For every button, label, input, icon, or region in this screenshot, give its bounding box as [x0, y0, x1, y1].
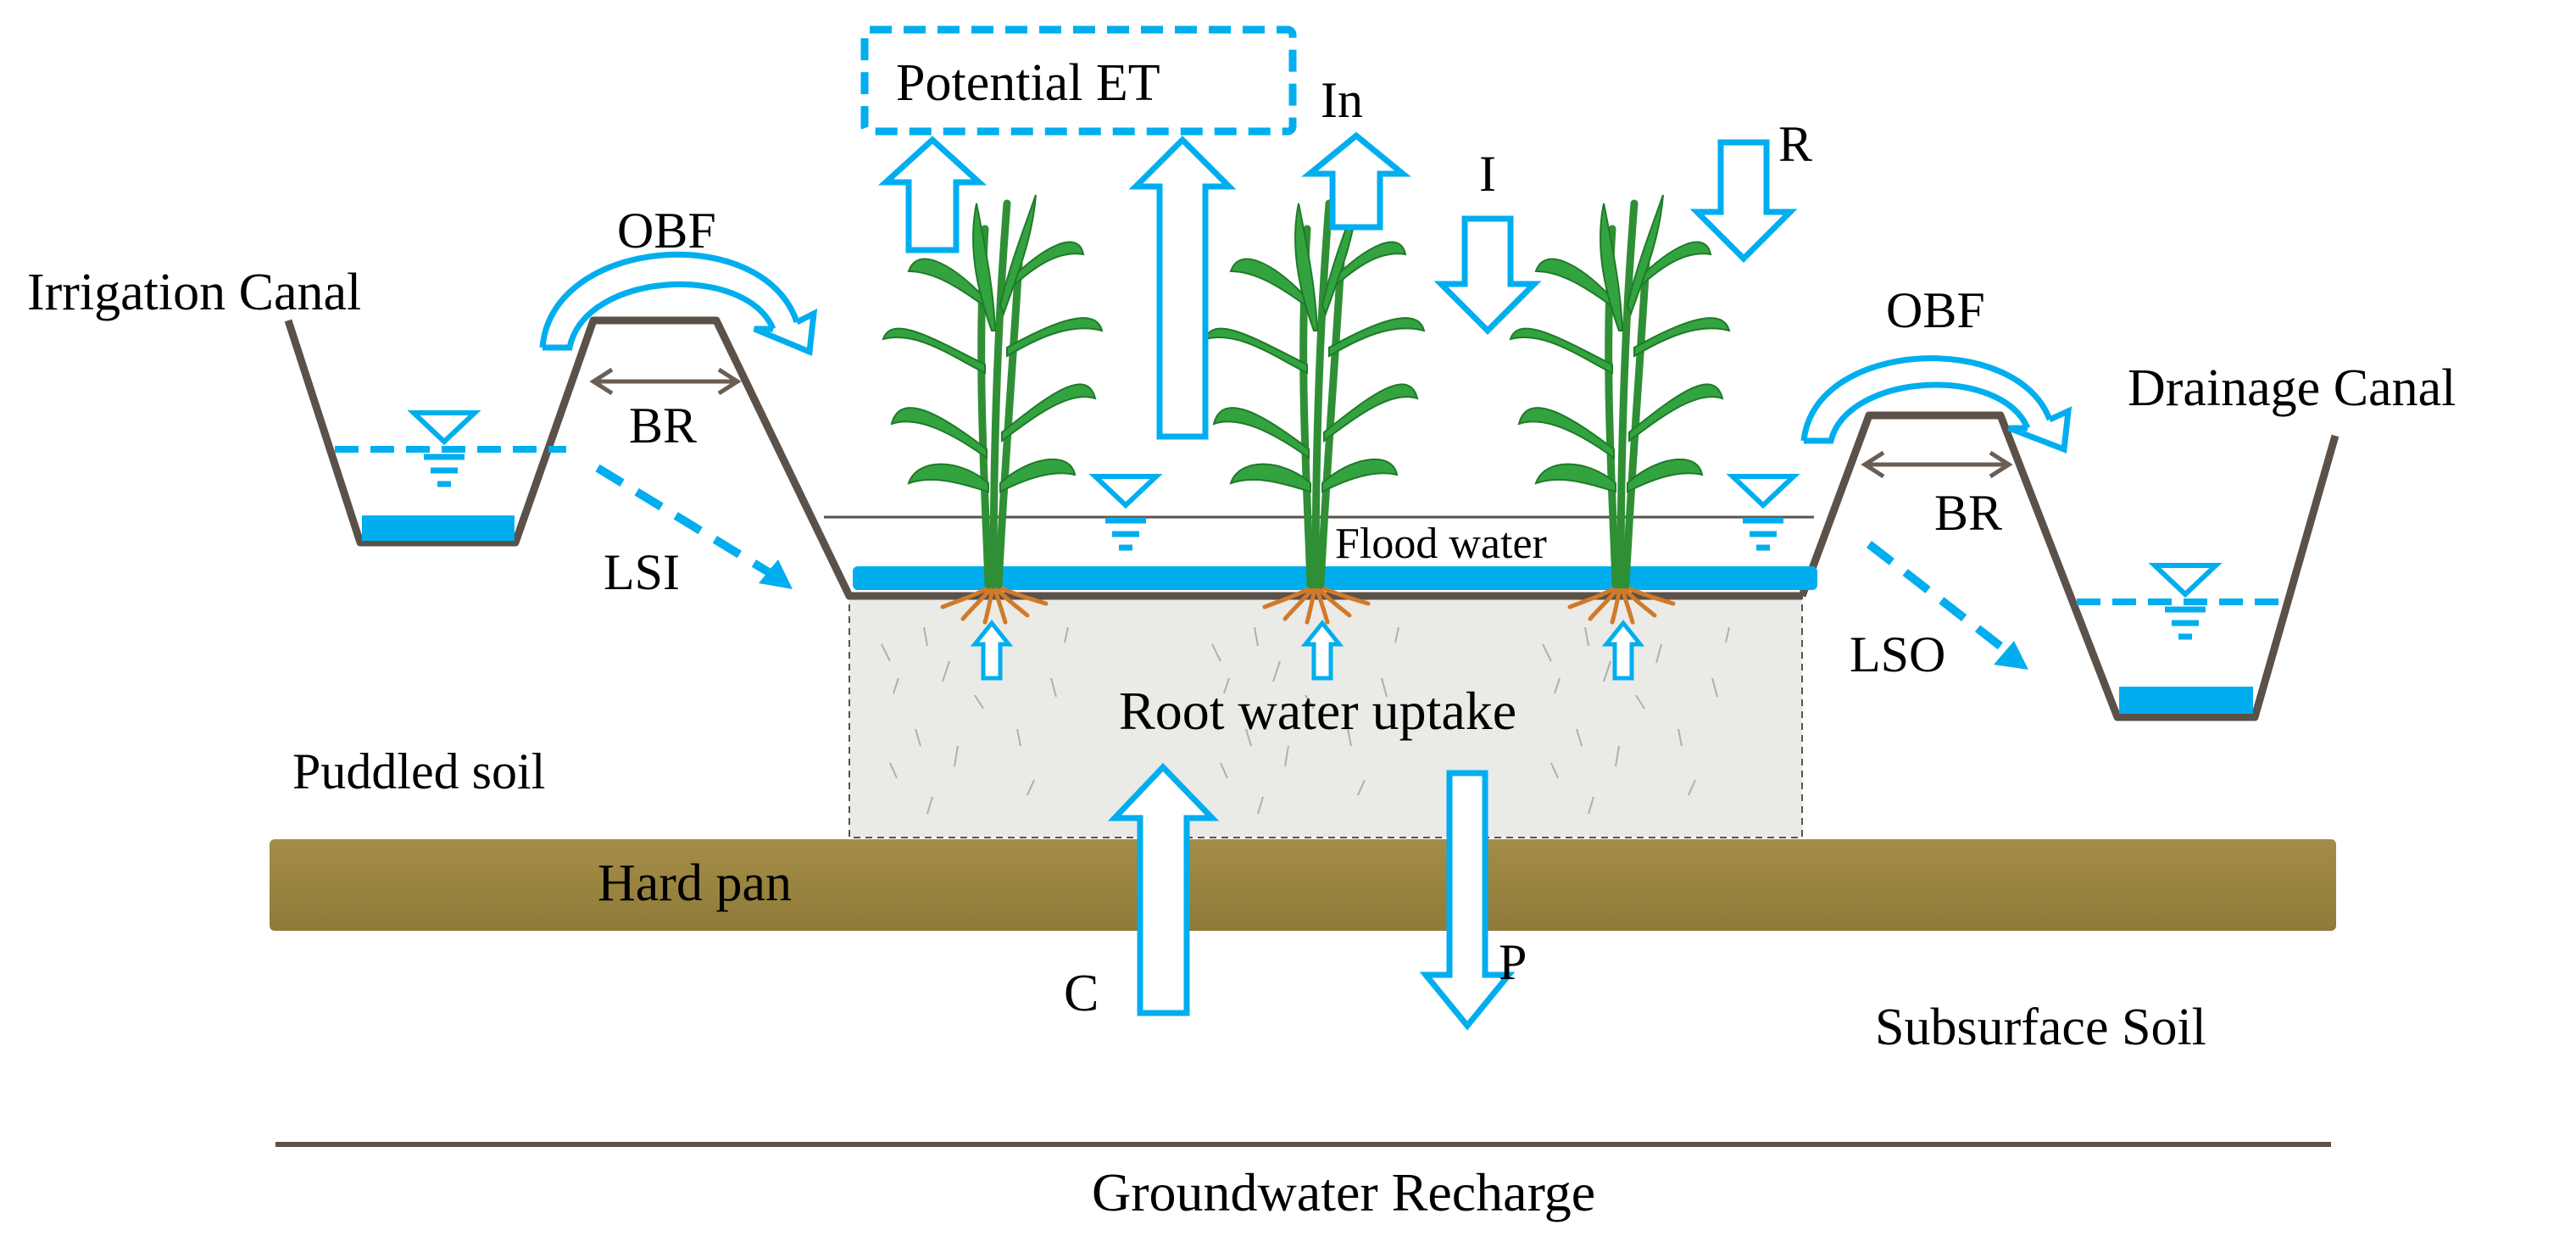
br-right-label: BR	[1934, 485, 2002, 541]
br-left-label: BR	[629, 398, 697, 454]
rice-plant-icon	[883, 195, 1102, 622]
lsi-arrowhead	[759, 559, 793, 589]
lso-arrowhead	[1994, 641, 2028, 670]
irrigation-canal-profile	[284, 316, 1802, 600]
obf-left-label: OBF	[617, 203, 716, 259]
r-arrow	[1689, 139, 1798, 263]
flood-water-layer	[853, 566, 1817, 590]
obf-right-arrow	[1800, 355, 2053, 442]
in-arrow	[1301, 131, 1411, 231]
obf-right-label: OBF	[1886, 282, 1985, 338]
drainage-canal-label: Drainage Canal	[2128, 359, 2456, 417]
potential-et-label: Potential ET	[896, 54, 1160, 112]
drainage-canal-profile	[1798, 411, 2340, 721]
in-label: In	[1321, 72, 1363, 128]
p-arrow	[1419, 770, 1516, 1031]
bund-width-arrows	[589, 367, 2013, 479]
irrigation-canal-label: Irrigation Canal	[27, 264, 361, 321]
drainage-canal-water	[2119, 687, 2253, 714]
root-texture	[881, 626, 1730, 815]
et-arrow-transpiration	[1128, 136, 1237, 440]
hard-pan-label: Hard pan	[598, 854, 792, 912]
i-label: I	[1479, 146, 1496, 202]
potential-et-box	[860, 25, 1297, 136]
root-water-uptake-label: Root water uptake	[1119, 681, 1516, 741]
subsurface-soil-label: Subsurface Soil	[1875, 999, 2206, 1056]
i-arrow	[1433, 215, 1542, 335]
water-level-icon	[1095, 476, 1156, 548]
flood-water-label: Flood water	[1335, 520, 1547, 568]
groundwater-recharge-label: Groundwater Recharge	[1092, 1162, 1595, 1222]
r-label: R	[1778, 116, 1812, 172]
lateral-seepage-arrows	[595, 464, 2012, 656]
root-uptake-arrows	[970, 619, 1645, 681]
flux-arrows	[877, 131, 1798, 1031]
obf-left-arrow	[539, 251, 800, 348]
overbank-flow-arrows	[539, 251, 2072, 454]
c-label: C	[1064, 965, 1099, 1022]
water-level-icon	[1733, 476, 1794, 548]
p-label: P	[1499, 934, 1527, 990]
lso-label: LSO	[1850, 626, 1945, 682]
puddled-soil-label: Puddled soil	[292, 743, 545, 799]
lsi-label: LSI	[604, 544, 680, 600]
et-arrow-evaporation	[877, 136, 988, 253]
c-arrow	[1107, 762, 1220, 1016]
hard-pan-layer	[270, 839, 2336, 931]
irrigation-canal-water	[362, 515, 515, 541]
